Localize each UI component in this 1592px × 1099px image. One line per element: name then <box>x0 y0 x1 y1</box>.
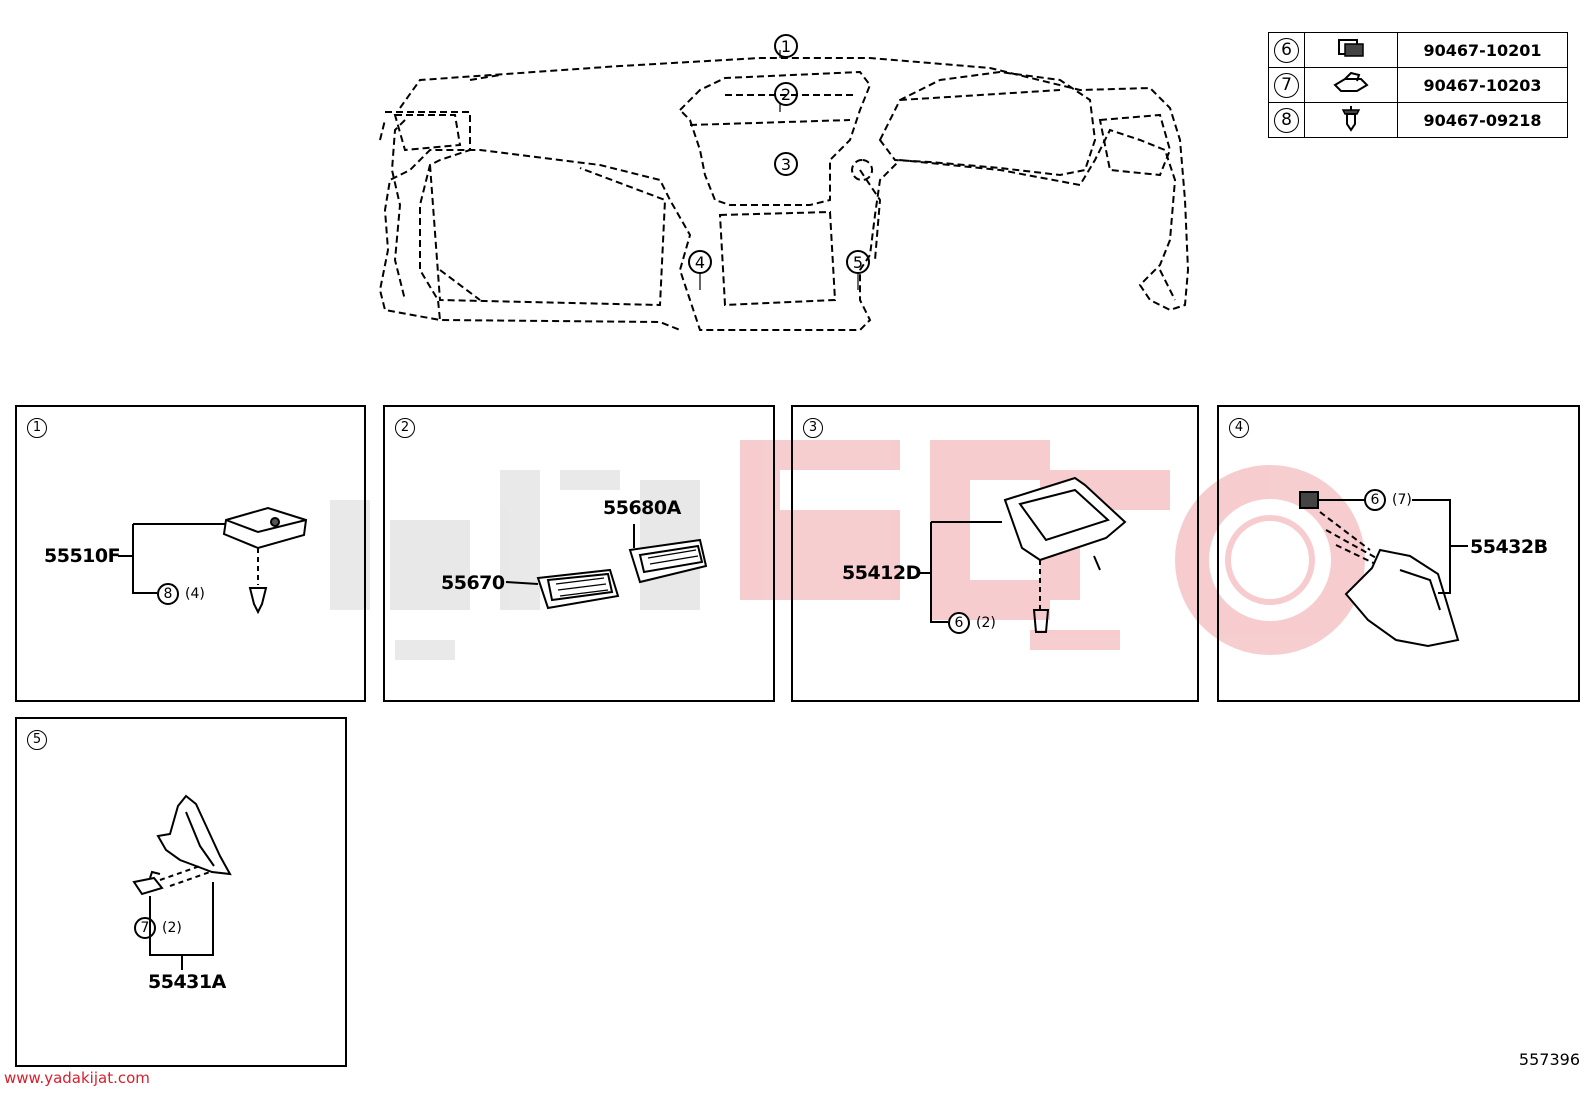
clip-icon <box>1333 71 1369 92</box>
push-retainer-icon <box>1341 106 1361 132</box>
fastener-qty: (4) <box>185 586 205 602</box>
ref-circle: 6 <box>1274 37 1299 63</box>
fastener-qty: (2) <box>162 920 182 936</box>
clip-icon <box>1338 39 1364 57</box>
diagram-id: 557396 <box>1518 1050 1580 1069</box>
callout-3[interactable]: 3 <box>774 152 798 176</box>
table-row[interactable]: 8 90467-09218 <box>1268 102 1568 138</box>
part-number: 90467-10201 <box>1397 32 1568 68</box>
detail-panel-3 <box>791 405 1199 702</box>
website-link[interactable]: www.yadakijat.com <box>4 1069 150 1087</box>
ref-circle: 7 <box>1274 72 1299 98</box>
part-number: 90467-09218 <box>1397 102 1568 138</box>
detail-panel-2 <box>383 405 775 702</box>
callout-1[interactable]: 1 <box>774 34 798 58</box>
panel-number-1: 1 <box>27 418 47 438</box>
fastener-callout[interactable]: 6 <box>948 612 970 634</box>
part-label-55680A[interactable]: 55680A <box>603 497 681 519</box>
panel-number-3: 3 <box>803 418 823 438</box>
fastener-callout[interactable]: 8 <box>157 583 179 605</box>
part-label-55412D[interactable]: 55412D <box>842 562 921 584</box>
ref-circle: 8 <box>1274 107 1299 133</box>
fastener-qty: (7) <box>1392 492 1412 508</box>
part-label-55431A[interactable]: 55431A <box>148 971 226 993</box>
detail-panel-1 <box>15 405 366 702</box>
fastener-qty: (2) <box>976 615 996 631</box>
panel-number-5: 5 <box>27 730 47 750</box>
table-row[interactable]: 7 90467-10203 <box>1268 67 1568 103</box>
table-row[interactable]: 6 90467-10201 <box>1268 32 1568 68</box>
part-label-55670[interactable]: 55670 <box>441 572 505 594</box>
fastener-callout[interactable]: 6 <box>1364 489 1386 511</box>
panel-number-4: 4 <box>1229 418 1249 438</box>
detail-panel-4 <box>1217 405 1580 702</box>
part-label-55510F[interactable]: 55510F <box>44 545 121 567</box>
part-label-55432B[interactable]: 55432B <box>1470 536 1548 558</box>
panel-number-2: 2 <box>395 418 415 438</box>
detail-panel-5 <box>15 717 347 1067</box>
fastener-parts-table: 6 90467-10201 7 90467-10203 8 904 <box>1268 32 1568 138</box>
